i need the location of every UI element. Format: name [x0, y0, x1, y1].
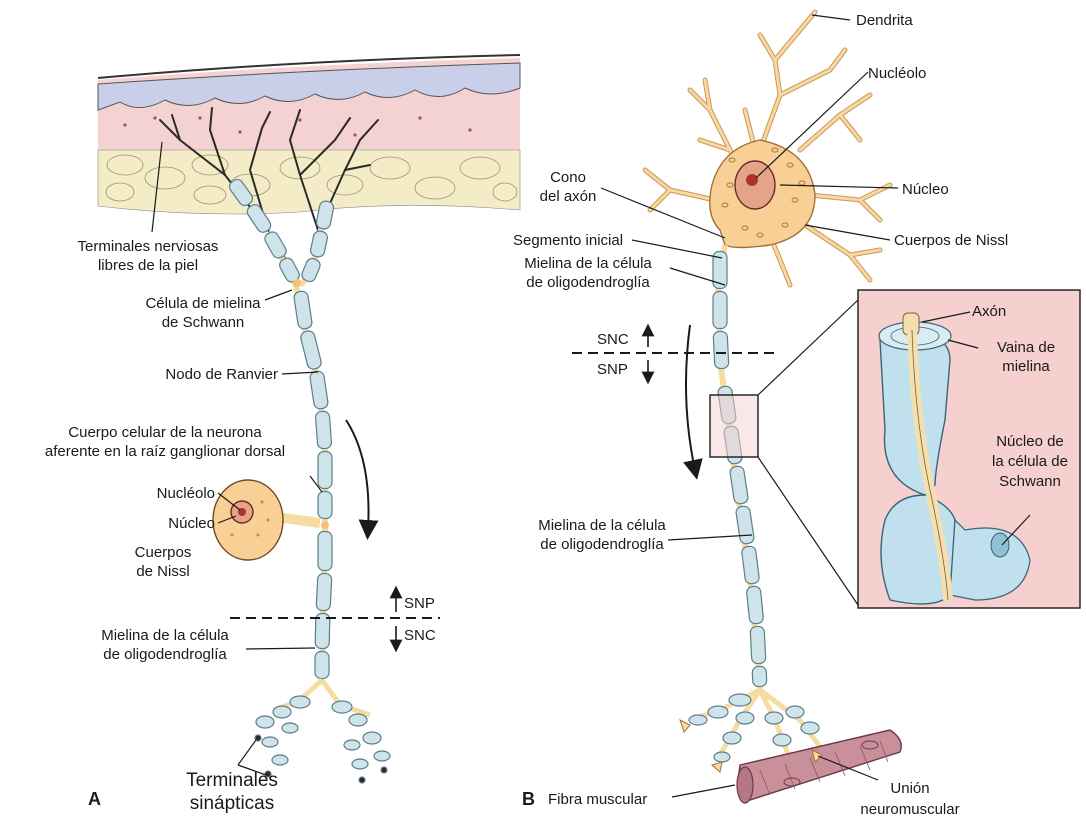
panel-a: Terminales nerviosas libres de la piel C…: [45, 55, 520, 814]
label-cono-axon-1: Cono: [550, 169, 586, 186]
schwann-myelin-segment: [300, 330, 323, 370]
myelin-segments-b: [713, 252, 767, 687]
label-snc-a: SNC: [404, 627, 436, 644]
signal-direction-arrow-b: [686, 325, 695, 470]
label-cuerpos-nissl-a-2: de Nissl: [136, 563, 189, 580]
oligodendroglia-myelin-segment: [746, 586, 764, 624]
label-cuerpos-nissl-b: Cuerpos de Nissl: [894, 232, 1008, 249]
label-terminales-nerviosas-2: libres de la piel: [98, 257, 198, 274]
oligodendroglia-myelin-segment: [729, 465, 748, 504]
oligodendroglia-myelin-segment: [318, 532, 332, 571]
schwann-myelin-segment: [318, 492, 332, 519]
inset-label-axon: Axón: [972, 303, 1006, 320]
label-snp-a: SNP: [404, 595, 435, 612]
schwann-myelin-segment: [293, 290, 312, 329]
inset-label-nucleo-schwann-2: la célula de: [992, 453, 1068, 470]
label-terminales-nerviosas-1: Terminales nerviosas: [78, 238, 219, 255]
inset-label-nucleo-schwann-1: Núcleo de: [996, 433, 1064, 450]
panel-b: Dendrita Nucléolo Cono del axón Núcleo S…: [513, 12, 1080, 818]
label-fibra-muscular: Fibra muscular: [548, 791, 647, 808]
muscle-fiber: [737, 730, 901, 803]
inset-highlight-box: [710, 395, 758, 457]
label-celula-schwann-1: Célula de mielina: [145, 295, 261, 312]
schwann-myelin-segment: [315, 411, 332, 449]
label-mielina-oligo-b-top-1: Mielina de la célula: [524, 255, 652, 272]
label-mielina-oligo-b-bottom-2: de oligodendroglía: [540, 536, 664, 553]
label-cuerpos-nissl-a-1: Cuerpos: [135, 544, 192, 561]
label-dendrita: Dendrita: [856, 12, 913, 29]
schwann-myelin-segment: [309, 230, 328, 258]
panel-letter-a: A: [88, 789, 101, 809]
oligodendroglia-myelin-segment: [713, 292, 727, 329]
schwann-myelin-segment: [309, 370, 328, 409]
schwann-myelin-segment: [263, 230, 289, 260]
label-nucleolo-a: Nucléolo: [157, 485, 215, 502]
label-mielina-oligo-b-top-2: de oligodendroglía: [526, 274, 650, 291]
label-mielina-oligo-a-2: de oligodendroglía: [103, 646, 227, 663]
label-mielina-oligo-b-bottom-1: Mielina de la célula: [538, 517, 666, 534]
label-union-neuromuscular-1: Unión: [890, 780, 929, 797]
oligodendroglia-myelin-segment: [316, 573, 332, 611]
inset-label-vaina-2: mielina: [1002, 358, 1050, 375]
schwann-myelin-segment: [318, 452, 332, 489]
inset-label-nucleo-schwann-3: Schwann: [999, 473, 1061, 490]
label-union-neuromuscular-2: neuromuscular: [860, 801, 959, 818]
label-segmento-inicial: Segmento inicial: [513, 232, 623, 249]
label-cono-axon-2: del axón: [540, 188, 597, 205]
label-terminales-sinapticas-2: sinápticas: [190, 793, 275, 814]
label-nucleo-a: Núcleo: [168, 515, 215, 532]
label-snc-b: SNC: [597, 331, 629, 348]
panel-letter-b: B: [522, 789, 535, 809]
schwann-myelin-segment: [300, 257, 322, 284]
label-nucleo-b: Núcleo: [902, 181, 949, 198]
oligodendroglia-myelin-segment: [750, 626, 766, 664]
label-nodo-ranvier: Nodo de Ranvier: [165, 366, 278, 383]
oligodendroglia-myelin-segment: [315, 652, 329, 679]
oligodendroglia-myelin-segment: [713, 331, 729, 369]
label-mielina-oligo-a-1: Mielina de la célula: [101, 627, 229, 644]
label-cuerpo-celular-1: Cuerpo celular de la neurona: [68, 424, 262, 441]
oligodendroglia-myelin-segment: [735, 505, 754, 544]
oligodendroglia-myelin-segment: [752, 666, 767, 687]
inset-label-vaina-1: Vaina de: [997, 339, 1055, 356]
signal-direction-arrow-a: [346, 420, 369, 530]
label-nucleolo-b: Nucléolo: [868, 65, 926, 82]
label-celula-schwann-2: de Schwann: [162, 314, 245, 331]
neuron-soma-b: [710, 140, 815, 248]
label-cuerpo-celular-2: aferente en la raíz ganglionar dorsal: [45, 443, 285, 460]
label-terminales-sinapticas-1: Terminales: [186, 770, 278, 791]
drg-cell-body: [213, 480, 320, 560]
label-snp-b: SNP: [597, 361, 628, 378]
oligodendroglia-myelin-segment: [741, 546, 760, 585]
synaptic-terminal-branches: [255, 680, 390, 783]
